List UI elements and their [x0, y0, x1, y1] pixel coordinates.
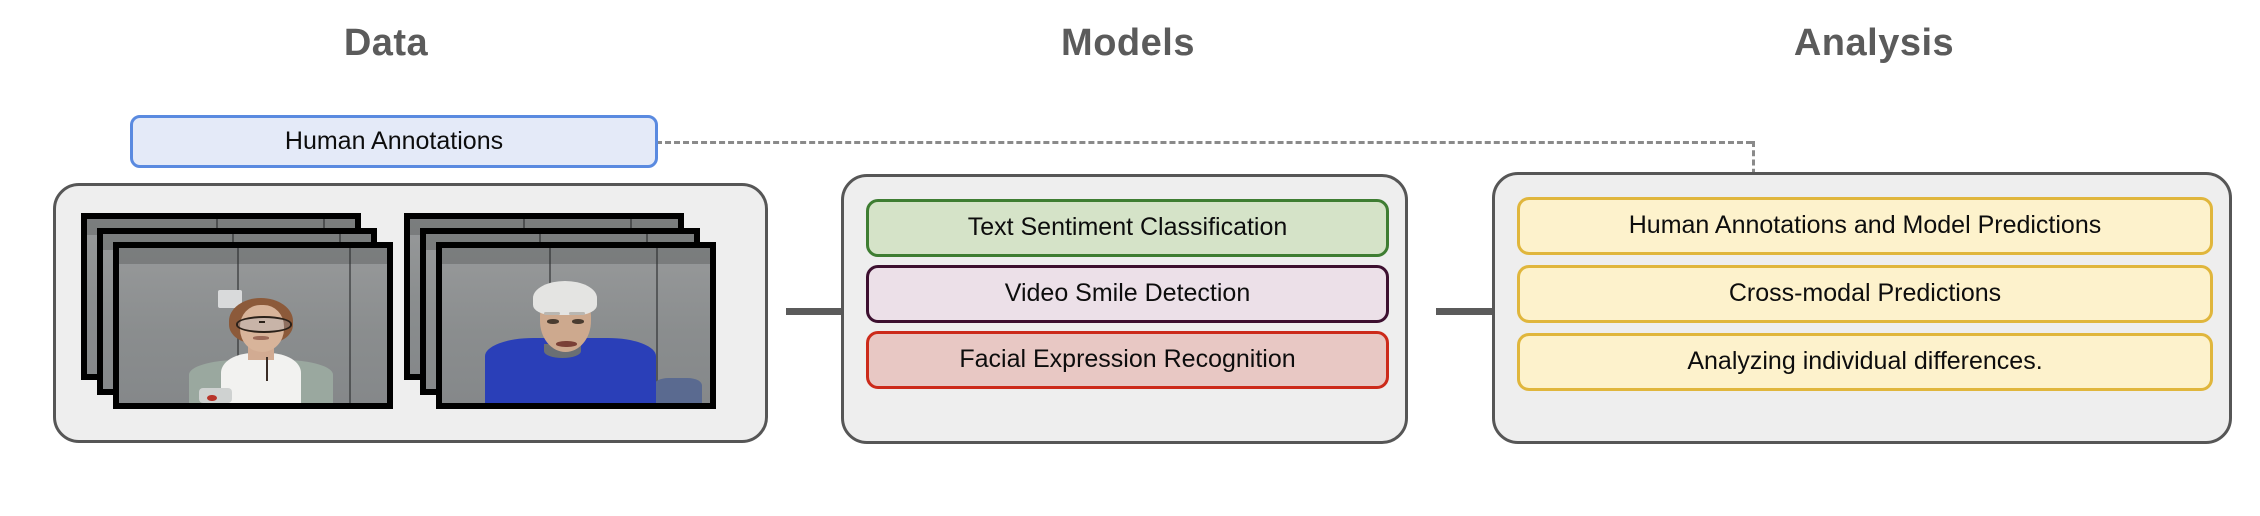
video-wall-seam	[349, 248, 352, 403]
subject-shirt	[220, 353, 302, 403]
dashed-connector-horizontal	[656, 141, 1752, 144]
subject-microphone	[199, 387, 232, 403]
subject-eyebrow-right	[569, 311, 586, 316]
analysis-item-label: Human Annotations and Model Predictions	[1628, 211, 2102, 240]
section-title-models: Models	[1061, 22, 1195, 64]
section-title-analysis: Analysis	[1793, 22, 1955, 64]
video-wall-seam	[656, 248, 659, 403]
arrow-data-to-models	[786, 308, 852, 315]
video-frame-front	[113, 242, 393, 409]
video-frame-front	[436, 242, 716, 409]
subject-eyebrow-left	[543, 311, 560, 316]
subject-lanyard	[266, 356, 269, 382]
human-annotations-label: Human Annotations	[284, 127, 504, 155]
analysis-item-human-annotations-and-model-predictions[interactable]: Human Annotations and Model Predictions	[1517, 197, 2213, 255]
subject-eye-left	[546, 319, 559, 324]
model-item-video-smile-detection[interactable]: Video Smile Detection	[866, 265, 1389, 323]
video-ceiling-rail	[442, 248, 710, 264]
subject-glasses-bridge	[258, 320, 265, 323]
model-item-label: Text Sentiment Classification	[967, 213, 1288, 242]
model-item-text-sentiment-classification[interactable]: Text Sentiment Classification	[866, 199, 1389, 257]
subject-eye-right	[571, 319, 585, 324]
analysis-item-label: Cross-modal Predictions	[1728, 279, 2002, 308]
dashed-connector-vertical	[1752, 141, 1755, 184]
video-ceiling-rail	[119, 248, 387, 264]
participant-video-stack-2[interactable]	[404, 213, 724, 413]
microphone-record-light	[207, 395, 217, 402]
analysis-stage-panel: Human Annotations and Model Predictions …	[1492, 172, 2232, 444]
participant-video-stack-1[interactable]	[81, 213, 401, 413]
model-item-label: Facial Expression Recognition	[959, 345, 1296, 374]
human-annotations-box[interactable]: Human Annotations	[130, 115, 658, 168]
analysis-item-label: Analyzing individual differences.	[1687, 347, 2043, 376]
arrow-models-to-analysis	[1436, 308, 1502, 315]
data-stage-panel	[53, 183, 768, 443]
section-title-data: Data	[343, 22, 429, 64]
wall-socket	[218, 289, 243, 309]
subject-chair	[653, 378, 702, 403]
analysis-item-analyzing-individual-differences[interactable]: Analyzing individual differences.	[1517, 333, 2213, 391]
analysis-item-cross-modal-predictions[interactable]: Cross-modal Predictions	[1517, 265, 2213, 323]
subject-mouth	[555, 341, 578, 348]
subject-hair	[533, 280, 598, 315]
subject-mouth	[253, 336, 270, 341]
model-item-facial-expression-recognition[interactable]: Facial Expression Recognition	[866, 331, 1389, 389]
model-item-label: Video Smile Detection	[1004, 279, 1251, 308]
subject-glasses	[235, 316, 292, 333]
models-stage-panel: Text Sentiment Classification Video Smil…	[841, 174, 1408, 444]
